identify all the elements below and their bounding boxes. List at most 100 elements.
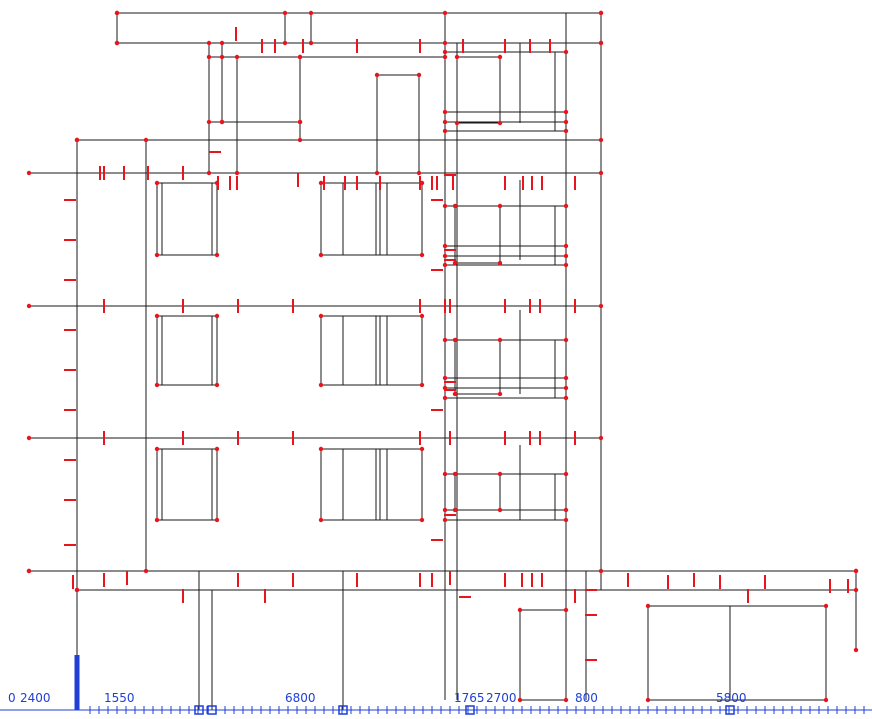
- dim-label-0a: 0: [8, 691, 16, 705]
- structural-lines: [29, 12, 857, 710]
- dimension-grip: [465, 705, 475, 715]
- node-point: [452, 471, 458, 477]
- node-point: [26, 435, 32, 441]
- node-point: [442, 203, 448, 209]
- node-point: [206, 54, 212, 60]
- node-point: [442, 109, 448, 115]
- node-point: [26, 170, 32, 176]
- node-point: [219, 40, 225, 46]
- node-point: [219, 119, 225, 125]
- node-point: [442, 128, 448, 134]
- node-point: [442, 471, 448, 477]
- dimension-labels: 0 2400 1550 6800 1765 2700 800 5800: [8, 691, 747, 705]
- node-point: [154, 517, 160, 523]
- node-point: [442, 54, 448, 60]
- node-point: [823, 697, 829, 703]
- node-point: [206, 119, 212, 125]
- node-point: [853, 647, 859, 653]
- node-point: [563, 253, 569, 259]
- node-point: [563, 517, 569, 523]
- node-point: [419, 313, 425, 319]
- node-point: [497, 203, 503, 209]
- node-point: [26, 568, 32, 574]
- node-point: [563, 128, 569, 134]
- node-point: [154, 180, 160, 186]
- node-point: [214, 252, 220, 258]
- node-point: [374, 72, 380, 78]
- node-point: [143, 568, 149, 574]
- node-point: [214, 446, 220, 452]
- node-point: [154, 313, 160, 319]
- node-point: [454, 54, 460, 60]
- node-point: [563, 607, 569, 613]
- node-point: [442, 507, 448, 513]
- node-point: [318, 313, 324, 319]
- node-point: [442, 262, 448, 268]
- node-point: [282, 40, 288, 46]
- node-point: [598, 137, 604, 143]
- node-point: [419, 252, 425, 258]
- node-point: [563, 119, 569, 125]
- node-point: [497, 120, 503, 126]
- node-point: [318, 180, 324, 186]
- dim-label-800: 800: [575, 691, 598, 705]
- node-point: [74, 587, 80, 593]
- node-point: [318, 446, 324, 452]
- node-point: [297, 119, 303, 125]
- node-point: [318, 382, 324, 388]
- node-point: [318, 517, 324, 523]
- node-point: [823, 603, 829, 609]
- node-point: [318, 252, 324, 258]
- dimension-grip: [725, 705, 735, 715]
- node-point: [497, 391, 503, 397]
- node-point: [419, 180, 425, 186]
- node-point: [214, 517, 220, 523]
- node-point: [214, 382, 220, 388]
- node-point: [154, 382, 160, 388]
- node-point: [26, 303, 32, 309]
- node-point: [154, 252, 160, 258]
- node-point: [563, 49, 569, 55]
- node-point: [442, 517, 448, 523]
- node-point: [452, 391, 458, 397]
- node-point: [497, 260, 503, 266]
- node-point: [214, 180, 220, 186]
- node-point: [563, 203, 569, 209]
- dim-label-1765: 1765: [454, 691, 485, 705]
- node-point: [442, 10, 448, 16]
- node-point: [442, 375, 448, 381]
- node-point: [517, 697, 523, 703]
- dim-label-5800: 5800: [716, 691, 747, 705]
- node-point: [442, 385, 448, 391]
- node-point: [219, 54, 225, 60]
- node-point: [497, 337, 503, 343]
- node-point: [442, 49, 448, 55]
- node-point: [282, 10, 288, 16]
- node-point: [308, 10, 314, 16]
- node-point: [497, 507, 503, 513]
- dimension-grip: [207, 705, 217, 715]
- dim-label-1550: 1550: [104, 691, 135, 705]
- node-point: [563, 109, 569, 115]
- node-point: [297, 54, 303, 60]
- node-point: [497, 471, 503, 477]
- node-point: [563, 243, 569, 249]
- node-point: [563, 337, 569, 343]
- node-point: [206, 170, 212, 176]
- node-point: [598, 10, 604, 16]
- node-point: [452, 507, 458, 513]
- node-point: [598, 303, 604, 309]
- node-point: [853, 587, 859, 593]
- node-point: [497, 54, 503, 60]
- node-point: [416, 170, 422, 176]
- node-point: [442, 40, 448, 46]
- node-point: [74, 137, 80, 143]
- dimension-grip: [194, 705, 204, 715]
- node-point: [645, 697, 651, 703]
- node-point: [452, 203, 458, 209]
- dim-label-2400: 2400: [20, 691, 51, 705]
- node-point: [419, 382, 425, 388]
- node-point: [419, 517, 425, 523]
- node-point: [598, 568, 604, 574]
- node-point: [154, 446, 160, 452]
